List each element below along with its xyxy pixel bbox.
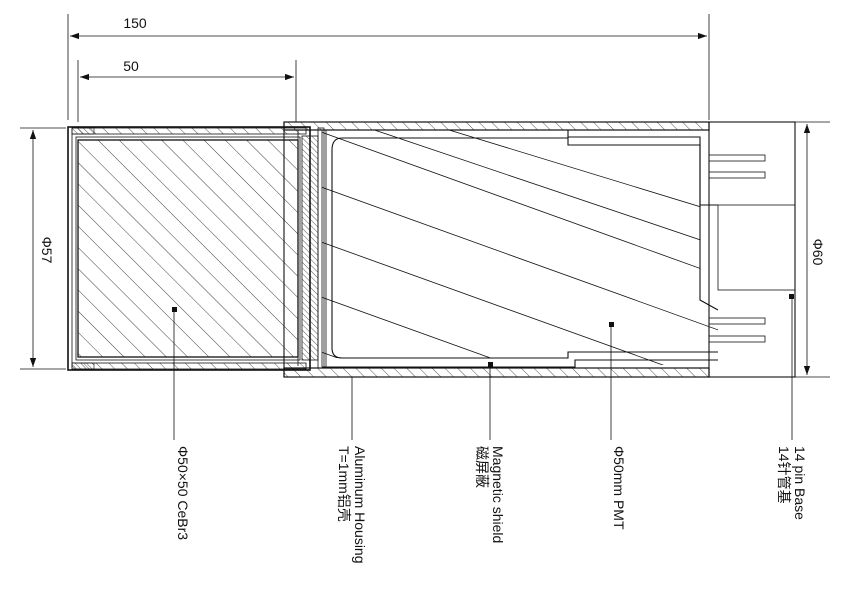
callout-housing-en: Aluminum Housing	[352, 446, 368, 564]
callout-shield-cn: 磁屏蔽	[474, 446, 490, 488]
crystal-body	[75, 136, 301, 361]
callout-crystal: Φ50×50 CeBr3	[175, 446, 191, 540]
aluminum-housing	[283, 121, 710, 378]
base-pins	[708, 154, 766, 343]
callout-shield-en: Magnetic shield	[490, 446, 506, 543]
optical-window	[301, 127, 325, 369]
leader-pmt	[609, 322, 614, 440]
dimension-overall-length: 150	[67, 14, 710, 120]
magnetic-shield	[321, 129, 719, 368]
callout-pmt: Φ50mm PMT	[611, 446, 627, 530]
pin-base	[708, 121, 796, 378]
pmt-tube	[322, 130, 718, 365]
base-diameter-label: Φ60	[810, 239, 826, 266]
leader-shield	[488, 362, 493, 440]
callout-base-en: 14 pin Base	[792, 446, 808, 520]
leader-base	[789, 294, 794, 440]
crystal-diameter-label: Φ57	[39, 237, 55, 264]
dimension-crystal-length: 50	[77, 58, 297, 122]
dimension-base-diameter: Φ60	[718, 121, 830, 378]
overall-length-label: 150	[123, 15, 147, 31]
callout-housing-cn: T=1mm铝壳	[336, 446, 352, 522]
callout-base-cn: 14针管基	[776, 446, 792, 504]
crystal-length-label: 50	[123, 58, 139, 74]
dimension-crystal-diameter: Φ57	[20, 127, 66, 370]
leader-crystal	[172, 307, 177, 440]
